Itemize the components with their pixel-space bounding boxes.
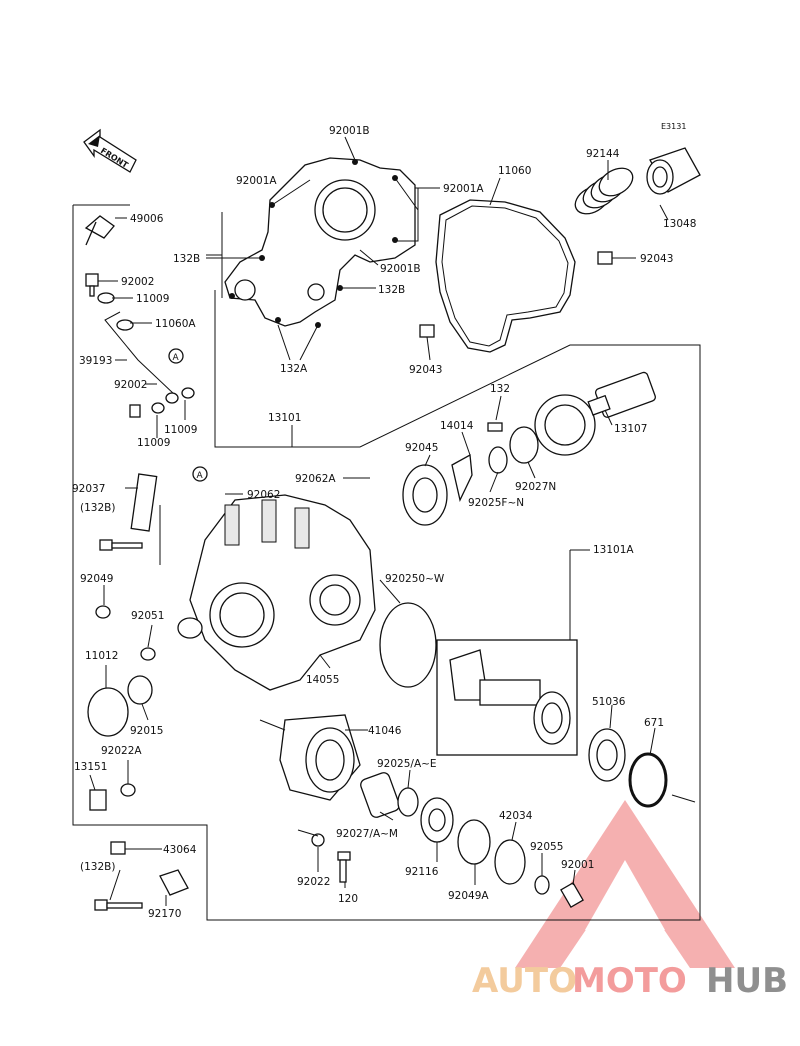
- part-label-11009-left: 11009: [137, 437, 170, 449]
- part-label-92116: 92116: [405, 866, 439, 878]
- part-label-92043-right: 92043: [640, 253, 673, 265]
- part-label-92022: 92022: [297, 876, 330, 888]
- part-label-13048: 13048: [663, 218, 696, 230]
- watermark-logo: AUTO MOTO HUB: [472, 800, 788, 1001]
- watermark-hub: HUB: [706, 961, 788, 1001]
- part-label-92002-lower: 92002: [114, 379, 147, 391]
- part-label-13101: 13101: [268, 412, 301, 424]
- sleeve: [646, 147, 701, 195]
- part-label-92144: 92144: [586, 148, 620, 160]
- part-label-92001A-left: 92001A: [236, 175, 277, 187]
- part-label-671: 671: [644, 717, 664, 729]
- part-label-92037: 92037: [72, 483, 105, 495]
- part-label-132A: 132A: [280, 363, 308, 375]
- spring: [574, 167, 634, 215]
- part-label-92022A: 92022A: [101, 745, 142, 757]
- part-label-92049: 92049: [80, 573, 113, 585]
- part-label-43064: 43064: [163, 844, 197, 856]
- part-label-41046: 41046: [368, 725, 402, 737]
- right-lower-parts: [588, 728, 668, 808]
- part-label-92062: 92062: [247, 489, 280, 501]
- center-bottom-parts: [279, 714, 584, 909]
- bearing-large: [402, 464, 448, 526]
- part-label-92170: 92170: [148, 908, 181, 920]
- part-label-92051: 92051: [131, 610, 164, 622]
- watermark-moto: MOTO: [572, 961, 687, 1001]
- part-label-92015: 92015: [130, 725, 163, 737]
- callout-a-circles: A A: [168, 348, 208, 482]
- part-label-120: 120: [338, 893, 358, 905]
- part-label-132B-paren-upper: (132B): [80, 502, 115, 514]
- part-label-14055: 14055: [306, 674, 339, 686]
- callout-a-label-upper: A: [173, 353, 180, 363]
- part-label-920250-W: 920250~W: [385, 573, 445, 585]
- part-label-92001A-right: 92001A: [443, 183, 484, 195]
- inset-box: [436, 639, 578, 756]
- part-label-92025-A-E: 92025/A~E: [377, 758, 437, 770]
- part-label-92027N: 92027N: [515, 481, 556, 493]
- part-label-13151: 13151: [74, 761, 107, 773]
- bushing-left: [419, 324, 435, 338]
- diagram-code: E3131: [661, 122, 686, 131]
- part-label-92062A: 92062A: [295, 473, 336, 485]
- part-label-11009-right: 11009: [164, 424, 197, 436]
- part-label-92045: 92045: [405, 442, 438, 454]
- part-label-11012: 11012: [85, 650, 118, 662]
- part-label-92001B-mid: 92001B: [380, 263, 421, 275]
- watermark-auto: AUTO: [472, 961, 577, 1001]
- part-label-11009-upper: 11009: [136, 293, 169, 305]
- part-label-132: 132: [490, 383, 510, 395]
- breather-fitting: [84, 215, 115, 304]
- housing-gasket: [379, 602, 437, 688]
- main-housing: [189, 494, 376, 691]
- part-label-92025F-N: 92025F~N: [468, 497, 524, 509]
- part-label-92002-upper: 92002: [121, 276, 154, 288]
- part-label-92043-left: 92043: [409, 364, 442, 376]
- part-label-14014: 14014: [440, 420, 474, 432]
- part-label-132B-right: 132B: [378, 284, 405, 296]
- callout-a-label-lower: A: [197, 471, 204, 481]
- part-label-13107: 13107: [614, 423, 647, 435]
- part-label-92049A: 92049A: [448, 890, 489, 902]
- part-label-92055: 92055: [530, 841, 563, 853]
- gasket: [435, 199, 576, 353]
- front-arrow-icon: FRONT: [83, 128, 137, 173]
- bushing-right: [597, 251, 613, 265]
- part-label-11060: 11060: [498, 165, 531, 177]
- part-label-92001B-top: 92001B: [329, 125, 370, 137]
- part-label-132B-paren-lower: (132B): [80, 861, 115, 873]
- gear-and-shaft: [451, 371, 656, 502]
- part-label-132B-left: 132B: [173, 253, 200, 265]
- crankcase-cover: [224, 157, 416, 328]
- part-label-13101A: 13101A: [593, 544, 634, 556]
- leader-lines: [89, 136, 696, 906]
- part-label-11060A: 11060A: [155, 318, 196, 330]
- breather-pipe: [104, 311, 195, 418]
- part-label-49006: 49006: [130, 213, 164, 225]
- part-label-92001: 92001: [561, 859, 594, 871]
- part-label-42034: 42034: [499, 810, 533, 822]
- part-label-39193: 39193: [79, 355, 112, 367]
- part-label-51036: 51036: [592, 696, 626, 708]
- part-labels: E3131 92001B 92001A 92001A 11060 92144 1…: [72, 122, 696, 920]
- part-label-92027-A-M: 92027/A~M: [336, 828, 398, 840]
